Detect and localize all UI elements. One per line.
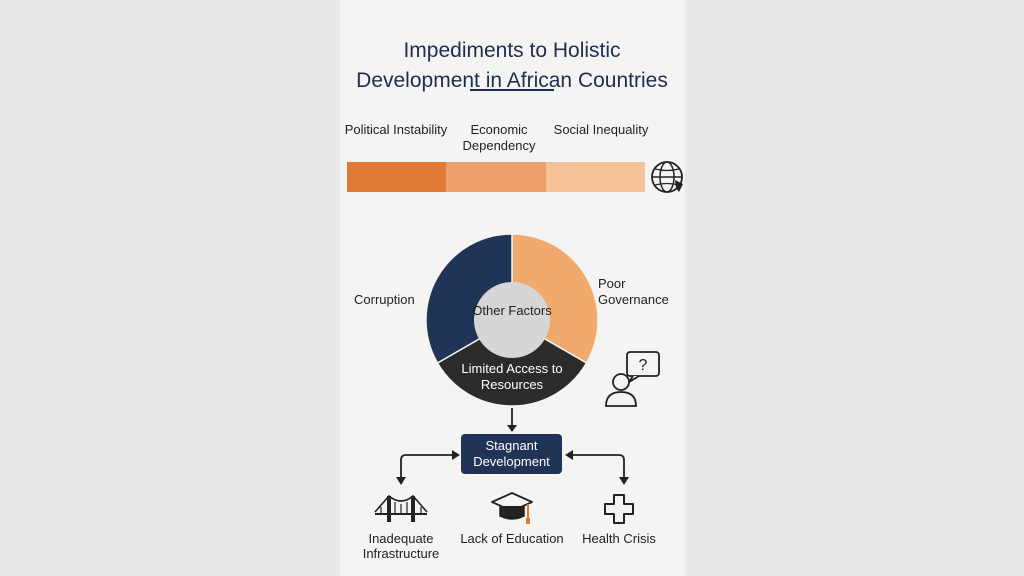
person-question-icon: ? <box>605 351 660 407</box>
label-poor-governance: Poor Governance <box>598 276 669 307</box>
bar-segment-political-instability <box>347 162 446 192</box>
stagnant-development-label: Stagnant Development <box>473 438 550 469</box>
donut-center <box>474 282 550 358</box>
svg-text:?: ? <box>639 357 648 374</box>
page-title: Impediments to Holistic Development in A… <box>0 36 1024 96</box>
outcome-label-health: Health Crisis <box>582 531 656 546</box>
stagnant-development-box: Stagnant Development <box>461 434 562 474</box>
outcome-label-education: Lack of Education <box>460 531 564 546</box>
left-branch-arrow-icon <box>396 450 460 485</box>
down-arrow-icon <box>507 408 517 432</box>
bar-label-political-instability: Political Instability <box>344 122 448 137</box>
factors-donut <box>425 233 599 407</box>
medical-cross-icon <box>604 494 634 524</box>
bar-label-economic-dependency: Economic Dependency <box>462 122 536 153</box>
right-branch-arrow-icon <box>565 450 629 485</box>
title-underline <box>470 89 554 91</box>
label-corruption: Corruption <box>354 292 415 307</box>
title-line-1: Impediments to Holistic <box>403 39 621 62</box>
bridge-icon <box>374 494 428 522</box>
outcome-label-infrastructure: Inadequate Infrastructure <box>362 531 440 561</box>
bar-label-social-inequality: Social Inequality <box>553 122 649 137</box>
donut-label-limited-access: Limited Access to Resources <box>461 361 563 392</box>
bar-segment-economic-dependency <box>446 162 546 192</box>
donut-center-label: Other Factors <box>472 303 552 318</box>
bar-segment-social-inequality <box>546 162 645 192</box>
graduation-cap-icon <box>491 492 533 524</box>
title-line-2: Development in African Countries <box>356 69 668 92</box>
globe-icon <box>651 161 683 193</box>
